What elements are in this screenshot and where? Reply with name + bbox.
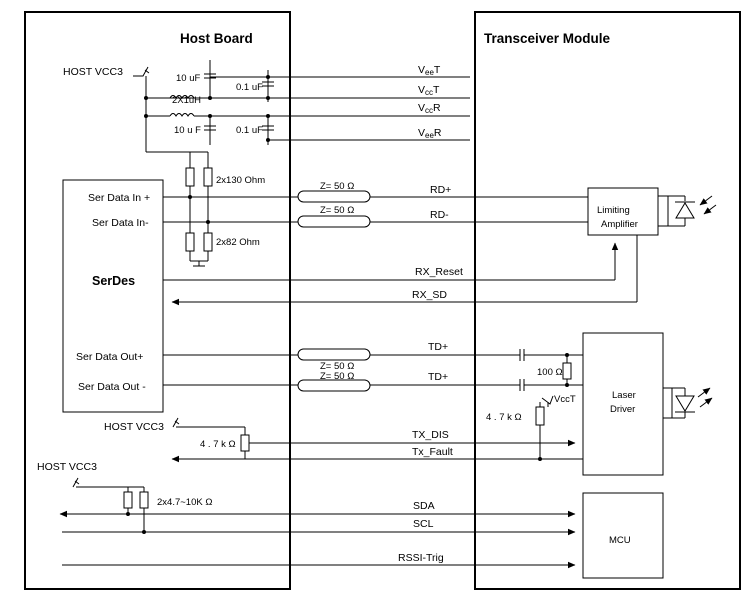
host-vcc3-top-label: HOST VCC3: [63, 66, 123, 78]
signal-rssi-trig: RSSI-Trig: [398, 552, 444, 564]
signal-rx-sd: RX_SD: [412, 289, 447, 301]
laser-diode-icon: [663, 387, 713, 419]
photodiode-icon: [658, 195, 717, 227]
host-vcc3-mid-label: HOST VCC3: [104, 421, 164, 433]
res-4k7-host-label: 4 . 7 k Ω: [200, 439, 236, 450]
mcu-block: [582, 492, 664, 579]
res-130-label: 2x130 Ohm: [216, 175, 265, 186]
signal-tx-dis: TX_DIS: [412, 429, 449, 441]
power-filter-network: HOST VCC3 10 uF 2X1uH 10 u F 0.1 uF 0.1 …: [63, 60, 470, 153]
cap-10uf-b-label: 10 u F: [174, 125, 201, 136]
host-board-title: Host Board: [180, 31, 253, 46]
ser-data-in-plus-label: Ser Data In +: [88, 192, 150, 204]
signal-vcct: VccT: [418, 84, 440, 97]
signal-vccr: VccR: [418, 102, 441, 115]
laser-driver-label-1: Laser: [612, 390, 636, 401]
serdes-block: [62, 179, 164, 413]
signal-veer: VeeR: [418, 127, 442, 140]
signal-rd-minus: RD-: [430, 209, 449, 221]
ser-data-out-plus-label: Ser Data Out+: [76, 351, 143, 363]
inductor-label: 2X1uH: [172, 95, 201, 106]
signal-scl: SCL: [413, 518, 434, 530]
signal-sda: SDA: [413, 500, 435, 512]
z50-td-b-label: Z= 50 Ω: [320, 371, 354, 382]
ser-data-in-minus-label: Ser Data In-: [92, 217, 149, 229]
signal-rd-plus: RD+: [430, 184, 451, 196]
host-vcc3-low-label: HOST VCC3: [37, 461, 97, 473]
z50-rd-minus-label: Z= 50 Ω: [320, 205, 354, 216]
mcu-interface: HOST VCC3 2x4.7~10K Ω SDA SCL RSSI-Trig: [37, 461, 576, 569]
mcu-label: MCU: [609, 535, 631, 546]
res-4k7-module-label: 4 . 7 k Ω: [486, 412, 522, 423]
res-pullup-label: 2x4.7~10K Ω: [157, 497, 212, 508]
signal-tx-fault: Tx_Fault: [412, 446, 453, 458]
cap-10uf-a-label: 10 uF: [176, 73, 200, 84]
tx-data-lines: Z= 50 Ω Z= 50 Ω TD+ TD+ 100 Ω: [163, 341, 583, 392]
transceiver-module-title: Transceiver Module: [484, 31, 611, 46]
laser-driver-block: [582, 332, 664, 476]
signal-veet: VeeT: [418, 64, 441, 77]
limiting-amplifier-label-1: Limiting: [597, 205, 630, 216]
laser-driver-label-2: Driver: [610, 404, 635, 415]
serdes-title: SerDes: [92, 274, 135, 288]
transceiver-module-frame: [474, 11, 741, 590]
host-board-frame: [24, 11, 291, 590]
signal-rx-reset: RX_Reset: [415, 266, 463, 278]
res-82-label: 2x82 Ohm: [216, 237, 260, 248]
z50-rd-plus-label: Z= 50 Ω: [320, 181, 354, 192]
signal-td-plus-b: TD+: [428, 371, 448, 383]
cap-01uf-a-label: 0.1 uF: [236, 82, 263, 93]
ser-data-out-minus-label: Ser Data Out -: [78, 381, 146, 393]
rx-control-lines: RX_Reset RX_SD: [163, 235, 638, 306]
limiting-amplifier-block: [587, 187, 659, 236]
rx-data-lines: Z= 50 Ω Z= 50 Ω RD+ RD-: [163, 181, 588, 228]
vcct-local-label: VccT: [554, 394, 576, 405]
limiting-amplifier-label-2: Amplifier: [601, 219, 638, 230]
termination-network: 2x130 Ohm 2x82 Ohm: [185, 151, 265, 267]
res-100-label: 100 Ω: [537, 367, 563, 378]
cap-01uf-b-label: 0.1 uF: [236, 125, 263, 136]
signal-td-plus-a: TD+: [428, 341, 448, 353]
z50-td-a-label: Z= 50 Ω: [320, 361, 354, 372]
tx-control-lines: HOST VCC3 4 . 7 k Ω TX_DIS Tx_Fault 4 . …: [104, 394, 583, 463]
